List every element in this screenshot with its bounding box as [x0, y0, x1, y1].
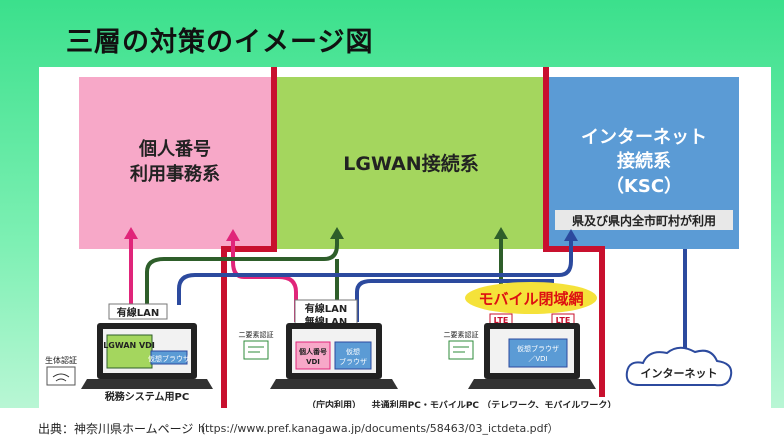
source-footer: 出典：神奈川県ホームページ（ https://www.pref.kanagawa… — [0, 408, 784, 445]
left-pc-label: 税務システム用PC — [105, 390, 189, 403]
fingerprint-icon — [46, 366, 76, 386]
lgwan-vdi-label: LGWAN VDI — [103, 341, 155, 350]
cloud-label: インターネット — [641, 367, 718, 380]
wired-lan-box — [108, 303, 168, 320]
twofactor-label-2: 二要素認証 — [444, 330, 479, 339]
link-left-internet — [177, 239, 573, 305]
source-url[interactable]: https://www.pref.kanagawa.jp/documents/5… — [198, 422, 559, 435]
boundary-line-right — [543, 67, 605, 397]
lgwan-zone — [277, 77, 545, 249]
arrow-up-icon — [124, 227, 138, 239]
auth-card-icon — [243, 340, 269, 360]
mynumber-zone-label-1: 個人番号 — [138, 139, 211, 160]
laptop-right: 仮想ブラウザ ／VDI — [468, 323, 596, 389]
arrow-up-icon — [564, 229, 578, 241]
internet-zone-label-2: 接続系 — [617, 150, 671, 172]
mobile-closed-network — [465, 282, 597, 314]
mynumber-zone — [79, 77, 272, 249]
mynumber-zone-label-2: 利用事務系 — [130, 163, 220, 185]
arrow-up-icon — [494, 227, 508, 239]
mynumber-vdi-label-1: 個人番号 — [298, 347, 327, 356]
arrow-up-icon — [330, 227, 344, 239]
lte-label-2: LTE — [556, 316, 571, 325]
usage-badge — [555, 210, 733, 230]
right-browser-label-1: 仮想ブラウザ — [517, 344, 559, 353]
middle-pc-label: （庁内利用） — [307, 399, 361, 408]
cloud-icon — [625, 346, 733, 387]
three-layer-diagram: 個人番号 利用事務系 LGWAN接続系 インターネット 接続系 （KSC） 県及… — [45, 67, 739, 411]
lte-label-1: LTE — [494, 316, 509, 325]
laptop-middle: 個人番号 VDI 仮想 ブラウザ — [270, 323, 398, 389]
mynumber-vdi-window — [295, 341, 331, 370]
internet-zone-label-3: （KSC） — [606, 176, 682, 197]
arrow-up-icon — [226, 229, 240, 241]
laptop-left: LGWAN VDI 仮想ブラウザ — [81, 323, 213, 389]
wired-lan-label: 有線LAN — [117, 306, 159, 319]
auth-card-icon — [448, 340, 474, 360]
right-pc-label: 共通利用PC・モバイルPC （テレワーク、モバイルワーク） — [372, 399, 617, 408]
right-virtual-browser-window — [508, 338, 568, 368]
page-title: 三層の対策のイメージ図 — [66, 27, 374, 58]
virtual-browser-label: 仮想ブラウザ — [148, 354, 190, 363]
internet-zone-label-1: インターネット — [581, 127, 707, 148]
lgwan-zone-label: LGWAN接続系 — [343, 152, 478, 175]
mid-browser-label-2: ブラウザ — [339, 357, 367, 366]
virtual-browser-window — [150, 350, 188, 365]
mid-virtual-browser-window — [334, 341, 372, 370]
lgwan-vdi-window — [106, 334, 153, 369]
link-mid-internet — [355, 279, 554, 322]
bio-auth-label: 生体認証 — [45, 355, 77, 365]
twofactor-label-1: 二要素認証 — [239, 330, 274, 339]
diagram-panel: 個人番号 利用事務系 LGWAN接続系 インターネット 接続系 （KSC） 県及… — [39, 67, 771, 411]
right-browser-label-2: ／VDI — [528, 355, 547, 363]
usage-badge-text: 県及び県内全市町村が利用 — [572, 213, 716, 228]
wired-lan-label-2: 有線LAN — [305, 302, 347, 315]
mynumber-vdi-label-2: VDI — [306, 358, 320, 366]
link-left-lgwan — [145, 237, 339, 305]
boundary-line-left — [221, 67, 277, 408]
mobile-closed-network-label: モバイル閉域網 — [478, 290, 583, 308]
fingerprint-lines-icon — [52, 373, 70, 382]
mid-browser-label-1: 仮想 — [346, 347, 360, 356]
source-label: 出典：神奈川県ホームページ（ — [38, 422, 206, 436]
